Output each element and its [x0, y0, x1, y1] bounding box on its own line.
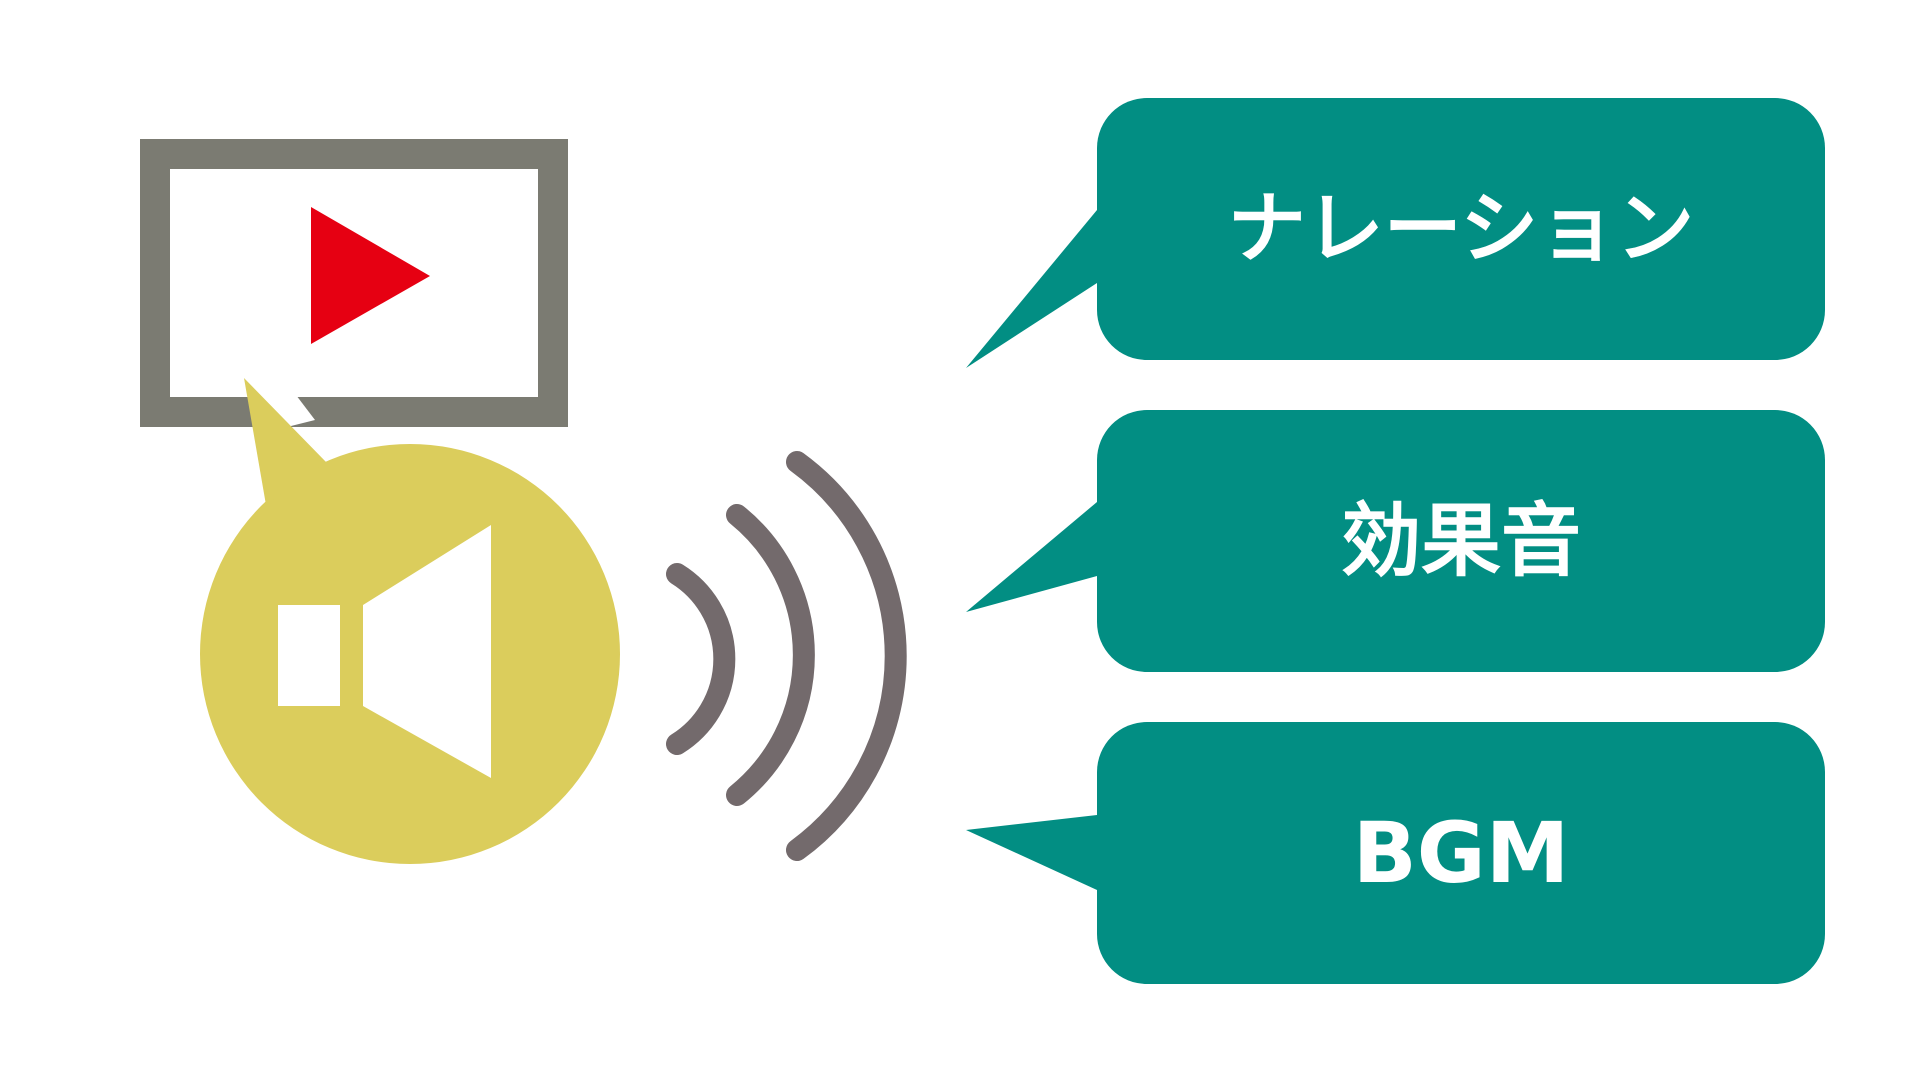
callout-tail [966, 210, 1097, 368]
callout-label: BGM [1353, 804, 1570, 902]
label-narration: ナレーション [966, 98, 1825, 368]
sound-wave-medium [726, 504, 815, 806]
sound-wave-icon [666, 451, 907, 861]
callout-box [1097, 722, 1825, 984]
speaker-bubble [200, 370, 620, 864]
speaker-body [278, 605, 340, 706]
speaker-bubble-tail [244, 378, 326, 505]
speaker-cone [363, 525, 491, 778]
label-bgm: BGM [966, 722, 1825, 984]
callout-tail [966, 815, 1097, 890]
video-screen-icon [140, 139, 568, 427]
callout-box [1097, 410, 1825, 672]
speaker-icon [278, 525, 491, 778]
callout-label: 効果音 [1341, 495, 1581, 588]
callout-tail [966, 502, 1097, 612]
sound-wave-small [666, 563, 736, 755]
callout-label: ナレーション [1228, 184, 1694, 274]
label-sound-effects: 効果音 [966, 410, 1825, 672]
play-icon [311, 207, 430, 344]
screen-frame [140, 139, 568, 427]
sound-wave-large [786, 451, 907, 861]
callout-box [1097, 98, 1825, 360]
